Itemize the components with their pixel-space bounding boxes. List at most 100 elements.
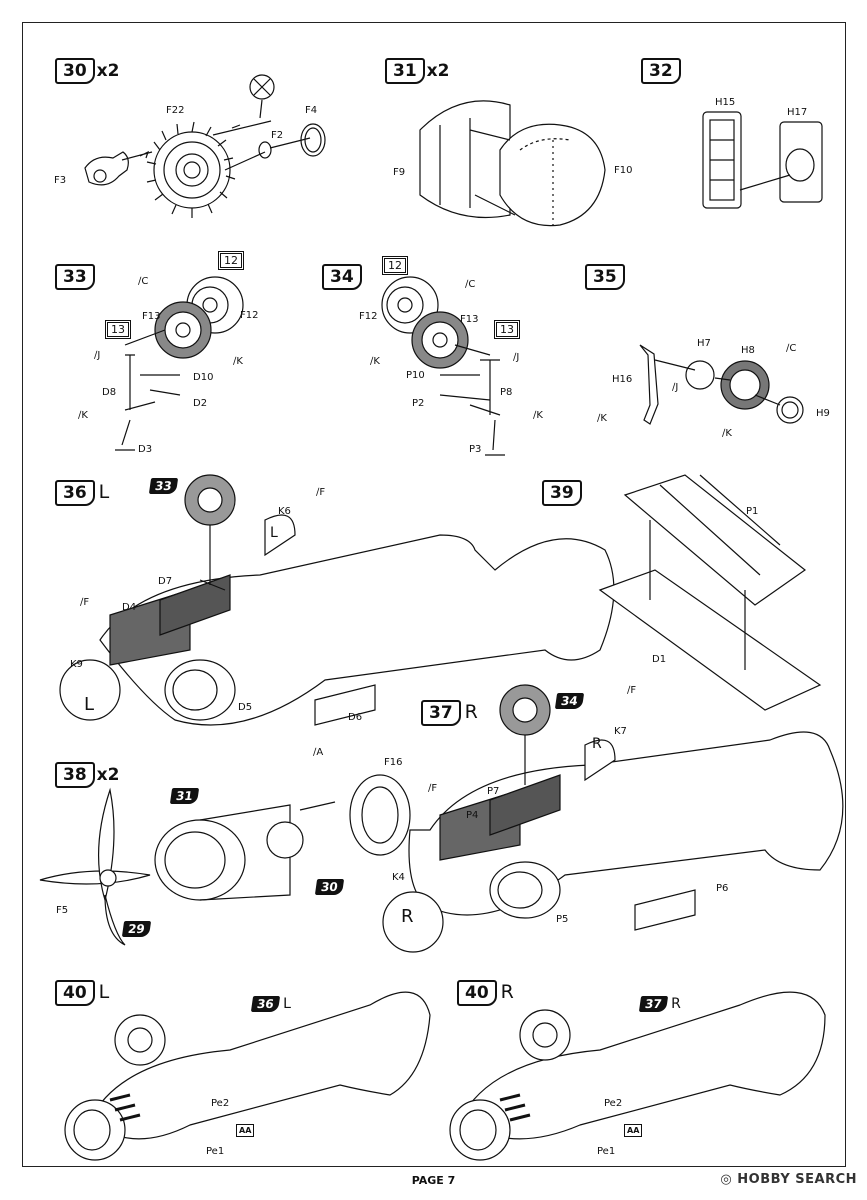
ref-step-36-side: L (283, 996, 291, 1012)
step-32: 32 (641, 58, 681, 84)
part-label: F22 (166, 105, 185, 116)
ref-step-31: 31 (169, 788, 199, 804)
part-label: D1 (652, 654, 667, 665)
part-label: D3 (138, 444, 153, 455)
part-label: F3 (54, 175, 67, 186)
paint-code: ∕K (78, 410, 88, 421)
side-marker: L (84, 694, 95, 715)
paint-code: ∕C (786, 343, 797, 354)
paint-letter: F (630, 685, 637, 696)
part-label: F16 (384, 757, 403, 768)
part-label: D10 (193, 372, 214, 383)
part-label: D5 (238, 702, 253, 713)
part-label: P7 (487, 786, 500, 797)
paint-code: ∕K (597, 413, 607, 424)
part-label: Pe2 (211, 1098, 230, 1109)
ref-step-36: 36 (250, 996, 280, 1012)
final-left-illustration (64, 991, 431, 1161)
paint-code: ∕J (513, 352, 520, 363)
paint-code: ∕K (533, 410, 543, 421)
paint-letter: F (319, 487, 326, 498)
paint-code: ∕C (465, 279, 476, 290)
part-label: F5 (56, 905, 69, 916)
part-label: P2 (412, 398, 425, 409)
part-label: P6 (716, 883, 729, 894)
part-label: F13 (142, 311, 161, 322)
side-marker: R (401, 906, 414, 927)
paint-letter: J (516, 352, 520, 363)
step-number: 30 (55, 58, 95, 84)
paint-letter: K (81, 410, 88, 421)
part-label: F4 (305, 105, 318, 116)
part-label: P3 (469, 444, 482, 455)
paint-letter: K (725, 428, 732, 439)
part-label: D2 (193, 398, 208, 409)
fuselage-right-illustration (382, 684, 844, 953)
watermark-text: HOBBY SEARCH (737, 1172, 857, 1187)
part-label: K9 (70, 659, 83, 670)
step-quantity: x2 (96, 61, 120, 81)
part-label: H9 (816, 408, 830, 419)
step-number: 40 (457, 980, 497, 1006)
paint-letter: K (536, 410, 543, 421)
step-side: R (500, 981, 514, 1003)
ref-step-37-side: R (671, 996, 681, 1012)
part-label: D8 (102, 387, 117, 398)
paint-code: ∕F (316, 487, 326, 498)
part-label: P1 (746, 506, 759, 517)
wheel-assembly-left-illustration (115, 276, 244, 451)
paint-letter: F (431, 783, 438, 794)
step-number: 34 (322, 264, 362, 290)
step-quantity: x2 (426, 61, 450, 81)
paint-letter: C (789, 343, 797, 354)
step-number: 31 (385, 58, 425, 84)
step-number: 37 (421, 700, 461, 726)
part-label: F10 (614, 165, 633, 176)
aa-decal-ref: AA (236, 1124, 255, 1137)
part-label: H7 (697, 338, 711, 349)
step-33: 33 (55, 264, 95, 290)
part-label: K7 (614, 726, 627, 737)
step-39: 39 (542, 480, 582, 506)
part-label: K4 (392, 872, 405, 883)
paint-letter: K (373, 356, 380, 367)
ref-step-37: 37 (638, 996, 668, 1012)
part-label: P10 (406, 370, 425, 381)
tail-wheel-illustration (639, 344, 804, 425)
part-label: F9 (393, 167, 406, 178)
side-marker: L (270, 525, 278, 541)
paint-letter: C (468, 279, 476, 290)
part-label: H8 (741, 345, 755, 356)
decal-ref: 13 (105, 320, 131, 339)
step-number: 32 (641, 58, 681, 84)
decal-ref: 13 (494, 320, 520, 339)
part-label: H15 (715, 97, 736, 108)
side-marker: R (592, 736, 602, 752)
part-label: F2 (271, 130, 284, 141)
paint-letter: K (236, 356, 243, 367)
part-label: F12 (359, 311, 378, 322)
part-label: D4 (122, 602, 137, 613)
step-number: 36 (55, 480, 95, 506)
wing-flap-illustration (598, 474, 822, 711)
part-label: P5 (556, 914, 569, 925)
step-35: 35 (585, 264, 625, 290)
paint-code: ∕K (370, 356, 380, 367)
part-label: K6 (278, 506, 291, 517)
ref-step-30: 30 (314, 879, 344, 895)
fuselage-left-illustration (59, 474, 615, 726)
paint-letter: C (141, 276, 149, 287)
step-34: 34 (322, 264, 362, 290)
step-side: L (98, 481, 110, 503)
part-label: P4 (466, 810, 479, 821)
engine-assembly-illustration (84, 74, 326, 218)
part-label: D6 (348, 712, 363, 723)
page-number: PAGE 7 (411, 1174, 456, 1187)
